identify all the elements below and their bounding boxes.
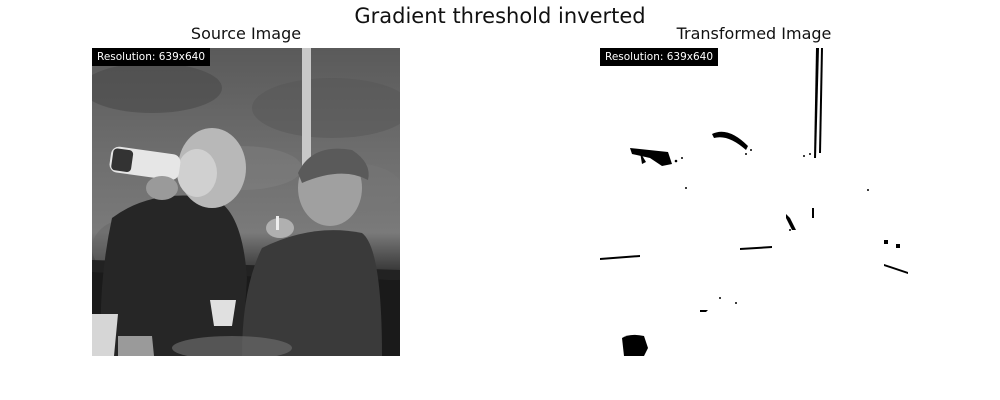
source-resolution-badge: Resolution: 639x640 xyxy=(92,48,211,66)
source-image: Resolution: 639x640 xyxy=(92,48,400,356)
figure-title: Gradient threshold inverted xyxy=(354,4,646,28)
source-image-title: Source Image xyxy=(190,24,302,43)
transformed-image: Resolution: 639x640 xyxy=(600,48,908,356)
transformed-image-title: Transformed Image xyxy=(676,24,832,43)
transformed-resolution-badge: Resolution: 639x640 xyxy=(600,48,719,66)
